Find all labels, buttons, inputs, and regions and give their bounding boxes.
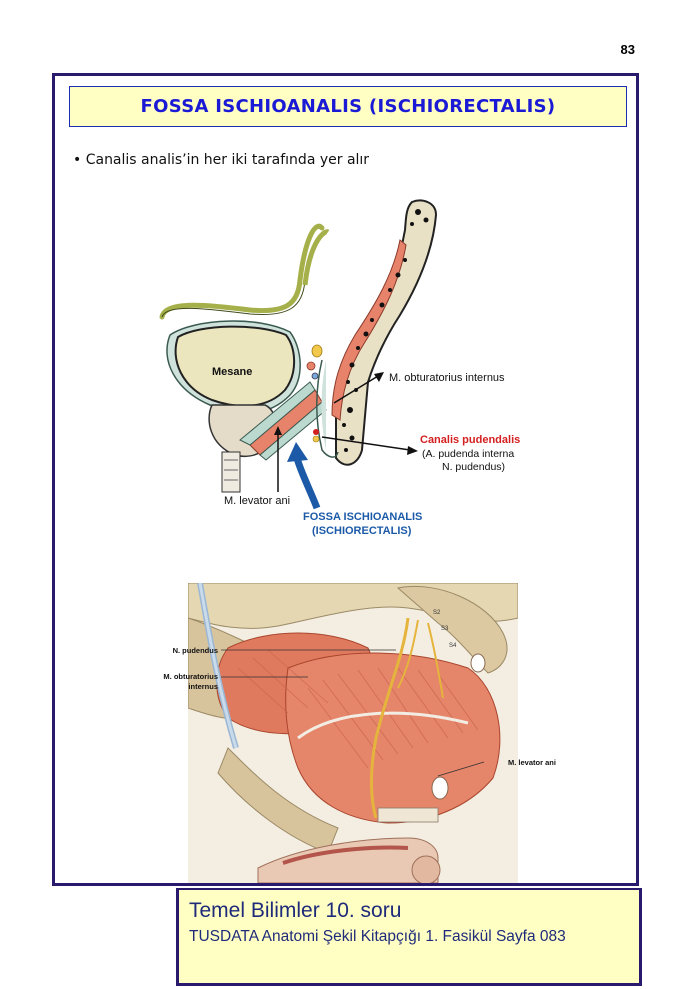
label-n-pudendus: N. pudendus xyxy=(173,646,218,655)
label-levator-ani-2: M. levator ani xyxy=(508,758,556,767)
footer-box: Temel Bilimler 10. soru TUSDATA Anatomi … xyxy=(176,888,642,986)
footer-title: Temel Bilimler 10. soru xyxy=(189,899,402,922)
bullet-text: • Canalis analis’in her iki tarafında ye… xyxy=(73,152,370,168)
label-levator-ani: M. levator ani xyxy=(224,495,290,507)
label-s2: S2 xyxy=(433,610,441,616)
label-fossa-line2: (ISCHIORECTALIS) xyxy=(312,525,412,537)
page-title: FOSSA ISCHIOANALIS (ISCHIORECTALIS) xyxy=(140,96,556,117)
label-mesane: Mesane xyxy=(212,366,252,378)
label-s4: S4 xyxy=(449,643,457,649)
coronal-section-diagram: Mesane M. obturatorius internus Canalis … xyxy=(159,199,520,537)
pelvic-floor-illustration: N. pudendus M. obturatorius internus M. … xyxy=(163,583,556,883)
ischium-bone-shape xyxy=(335,199,438,466)
label-obturatorius-line2: internus xyxy=(188,682,218,691)
label-canalis-pudendalis: Canalis pudendalis xyxy=(420,434,520,446)
bladder-shape xyxy=(174,325,296,407)
label-pudendus: N. pudendus) xyxy=(442,461,505,473)
page-number: 83 xyxy=(620,42,635,57)
label-obturatorius-line1: M. obturatorius xyxy=(163,672,218,681)
label-fossa-line1: FOSSA ISCHIOANALIS xyxy=(303,511,422,523)
label-s3: S3 xyxy=(441,626,449,632)
title-box: FOSSA ISCHIOANALIS (ISCHIORECTALIS) xyxy=(69,86,627,127)
label-pudenda-interna: (A. pudenda interna xyxy=(422,448,514,460)
label-obturatorius-internus: M. obturatorius internus xyxy=(389,372,505,384)
footer-subtitle: TUSDATA Anatomi Şekil Kitapçığı 1. Fasik… xyxy=(189,928,566,945)
